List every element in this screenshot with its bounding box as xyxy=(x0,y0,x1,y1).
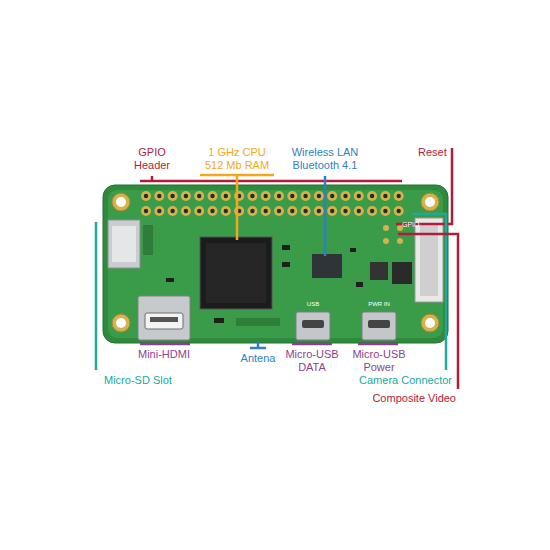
gpio-pad xyxy=(194,206,204,216)
gpio-pad xyxy=(247,191,257,201)
gpio-pad xyxy=(168,191,178,201)
gpio-pad xyxy=(208,206,218,216)
gpio-hole xyxy=(144,194,148,198)
gpio-pad xyxy=(154,191,164,201)
gpio-hole xyxy=(357,194,361,198)
gpio-hole xyxy=(317,194,321,198)
gpio-hole xyxy=(224,209,228,213)
part-label: Mini-HDMI xyxy=(129,348,199,361)
part-label: Micro-USB Power xyxy=(347,348,411,374)
gpio-pad xyxy=(354,206,364,216)
gpio-pad xyxy=(221,191,231,201)
gpio-pad xyxy=(194,191,204,201)
gpio-hole xyxy=(144,209,148,213)
gpio-pad xyxy=(327,206,337,216)
gpio-hole xyxy=(170,209,174,213)
silkscreen-text: USB xyxy=(301,301,325,308)
gpio-hole xyxy=(343,209,347,213)
gpio-pad xyxy=(394,206,404,216)
gpio-hole xyxy=(330,209,334,213)
gpio-pad xyxy=(314,191,324,201)
gpio-pad xyxy=(341,206,351,216)
part-label: Micro-USB DATA xyxy=(280,348,344,374)
part-label: Composite Video xyxy=(346,392,456,405)
gpio-hole xyxy=(184,209,188,213)
gpio-hole xyxy=(343,194,347,198)
gpio-hole xyxy=(197,209,201,213)
gpio-pad xyxy=(234,191,244,201)
part-label: Wireless LAN Bluetooth 4.1 xyxy=(287,146,363,172)
gpio-hole xyxy=(370,209,374,213)
part-label: Antena xyxy=(233,352,283,365)
gpio-pad xyxy=(221,206,231,216)
gpio-hole xyxy=(397,209,401,213)
gpio-hole xyxy=(264,209,268,213)
gpio-hole xyxy=(184,194,188,198)
gpio-pad xyxy=(274,206,284,216)
silkscreen-text: GPIO xyxy=(402,221,426,229)
gpio-hole xyxy=(157,194,161,198)
gpio-pad xyxy=(380,206,390,216)
gpio-pad xyxy=(261,191,271,201)
gpio-hole xyxy=(277,209,281,213)
gpio-hole xyxy=(277,194,281,198)
gpio-pad xyxy=(181,191,191,201)
gpio-pad xyxy=(141,206,151,216)
gpio-pad xyxy=(141,191,151,201)
gpio-hole xyxy=(303,209,307,213)
gpio-hole xyxy=(224,194,228,198)
gpio-pad xyxy=(181,206,191,216)
gpio-hole xyxy=(250,194,254,198)
gpio-pad xyxy=(154,206,164,216)
gpio-hole xyxy=(210,209,214,213)
part-label: Camera Connector xyxy=(342,374,452,387)
gpio-pad xyxy=(247,206,257,216)
gpio-pad xyxy=(274,191,284,201)
gpio-hole xyxy=(290,209,294,213)
gpio-hole xyxy=(357,209,361,213)
gpio-hole xyxy=(303,194,307,198)
gpio-pad xyxy=(261,206,271,216)
gpio-pad xyxy=(287,191,297,201)
gpio-pad xyxy=(301,191,311,201)
gpio-pad xyxy=(367,206,377,216)
gpio-pad xyxy=(208,191,218,201)
gpio-pad xyxy=(234,206,244,216)
gpio-pad xyxy=(287,206,297,216)
gpio-hole xyxy=(370,194,374,198)
gpio-pad xyxy=(380,191,390,201)
gpio-hole xyxy=(397,194,401,198)
gpio-hole xyxy=(383,194,387,198)
gpio-hole xyxy=(383,209,387,213)
gpio-hole xyxy=(210,194,214,198)
part-label: 1 GHz CPU 512 Mb RAM xyxy=(201,146,273,172)
gpio-hole xyxy=(157,209,161,213)
gpio-pad xyxy=(341,191,351,201)
gpio-pad xyxy=(394,191,404,201)
gpio-hole xyxy=(317,209,321,213)
gpio-hole xyxy=(197,194,201,198)
gpio-hole xyxy=(264,194,268,198)
gpio-pad xyxy=(168,206,178,216)
part-label: Reset xyxy=(418,146,458,159)
part-label: Micro-SD Slot xyxy=(104,374,204,387)
silkscreen-text: PWR IN xyxy=(364,301,394,308)
gpio-pad xyxy=(314,206,324,216)
gpio-pad xyxy=(301,206,311,216)
gpio-hole xyxy=(170,194,174,198)
gpio-hole xyxy=(250,209,254,213)
gpio-hole xyxy=(290,194,294,198)
part-label: GPIO Header xyxy=(127,146,177,172)
gpio-pad xyxy=(327,191,337,201)
gpio-pad xyxy=(354,191,364,201)
gpio-hole xyxy=(330,194,334,198)
gpio-pad xyxy=(367,191,377,201)
